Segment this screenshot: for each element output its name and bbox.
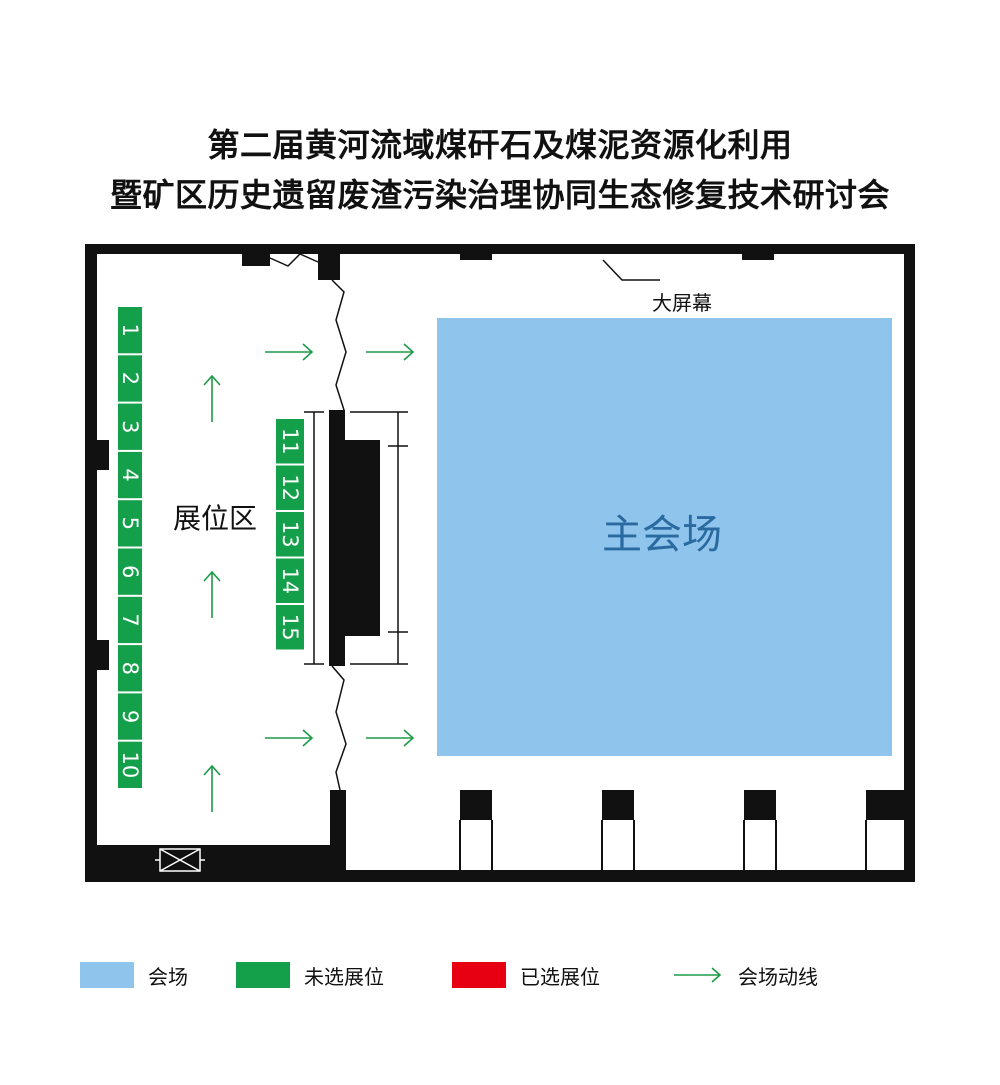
booth-12[interactable]: [276, 465, 304, 511]
booth-number: 3: [118, 420, 142, 433]
flow-arrows: [203, 343, 415, 812]
flow-arrow-up-icon: [203, 374, 221, 422]
booth-number: 8: [118, 662, 142, 675]
bottom-bays: [459, 820, 867, 870]
booth-3[interactable]: [118, 403, 142, 450]
legend-swatch-hall: [80, 962, 134, 988]
booth-8[interactable]: [118, 645, 142, 692]
booth-7[interactable]: [118, 596, 142, 644]
flow-arrow-right-icon: [366, 343, 415, 361]
flow-arrow-right-icon: [265, 343, 314, 361]
booth-column-b: 11 12 13 14 15: [276, 419, 304, 650]
booth-11[interactable]: [276, 419, 304, 464]
booth-number: 11: [278, 428, 302, 455]
main-hall-label: 主会场: [602, 512, 722, 558]
flow-arrow-up-icon: [203, 570, 221, 618]
legend-label-available-booth: 未选展位: [304, 964, 384, 989]
legend-item-hall: 会场: [80, 960, 188, 990]
booth-15[interactable]: [276, 605, 304, 650]
booth-1[interactable]: [118, 307, 142, 354]
title-line-1: 第二届黄河流域煤矸石及煤泥资源化利用: [207, 126, 793, 164]
legend-arrow-icon: [674, 967, 722, 983]
legend-swatch-available-booth: [236, 962, 290, 988]
legend-item-selected-booth: 已选展位: [452, 960, 600, 990]
booth-14[interactable]: [276, 558, 304, 604]
booth-number: 9: [118, 710, 142, 723]
legend-swatch-selected-booth: [452, 962, 506, 988]
legend-item-available-booth: 未选展位: [236, 960, 384, 990]
booth-number: 2: [118, 372, 142, 385]
legend-label-hall: 会场: [148, 964, 188, 989]
booth-5[interactable]: [118, 500, 142, 547]
booth-number: 14: [278, 567, 302, 594]
booth-number: 12: [278, 474, 302, 501]
booth-13[interactable]: [276, 512, 304, 557]
screen-label: 大屏幕: [652, 291, 712, 315]
flow-arrow-right-icon: [366, 729, 415, 747]
booth-number: 4: [118, 468, 142, 481]
main-hall[interactable]: [437, 318, 892, 756]
exhibition-area-label: 展位区: [173, 502, 257, 535]
booth-column-a: 1 2 3 4 5 6 7 8 9 10: [118, 307, 142, 788]
screen-leader-line: [602, 259, 660, 281]
booth-4[interactable]: [118, 451, 142, 499]
title-line-2: 暨矿区历史遗留废渣污染治理协同生态修复技术研讨会: [109, 176, 890, 214]
legend-label-flow: 会场动线: [738, 964, 818, 989]
booth-2[interactable]: [118, 355, 142, 402]
booth-number: 5: [118, 517, 142, 530]
booth-number: 13: [278, 521, 302, 548]
booth-10[interactable]: [118, 741, 142, 788]
elevator-icon: [155, 848, 205, 872]
legend-label-selected-booth: 已选展位: [520, 964, 600, 989]
booth-6[interactable]: [118, 548, 142, 595]
booth-number: 1: [118, 323, 142, 336]
booth-number: 6: [118, 565, 142, 578]
dimension-lines: [304, 411, 408, 665]
walls: [85, 244, 915, 882]
legend-item-flow: 会场动线: [672, 960, 818, 990]
flow-arrow-up-icon: [203, 764, 221, 812]
booth-number: 15: [278, 614, 302, 641]
booth-number: 7: [118, 613, 142, 626]
booth-number: 10: [118, 751, 142, 778]
divider-doors: [269, 253, 347, 791]
booth-9[interactable]: [118, 693, 142, 740]
flow-arrow-right-icon: [265, 729, 314, 747]
